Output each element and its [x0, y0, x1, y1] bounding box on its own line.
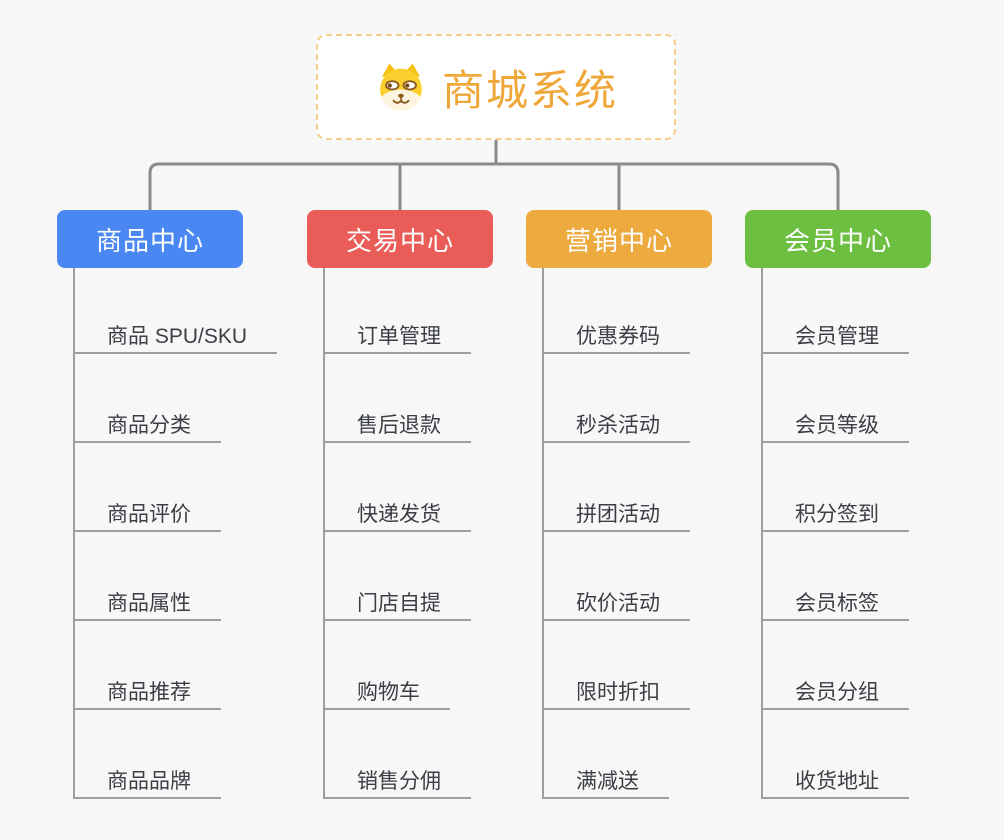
mindmap-leaf-node[interactable]: 限时折扣 [544, 621, 690, 710]
mindmap-leaf-node[interactable]: 商品评价 [75, 443, 221, 532]
branch-item-list: 会员管理会员等级积分签到会员标签会员分组收货地址 [761, 268, 931, 799]
branch-column: 会员中心会员管理会员等级积分签到会员标签会员分组收货地址 [745, 210, 931, 799]
mindmap-leaf-node[interactable]: 优惠券码 [544, 268, 690, 354]
branch-node[interactable]: 商品中心 [57, 210, 243, 268]
branch-item-list: 优惠券码秒杀活动拼团活动砍价活动限时折扣满减送 [542, 268, 712, 799]
mindmap-leaf-node[interactable]: 积分签到 [763, 443, 909, 532]
mindmap-leaf-node[interactable]: 商品品牌 [75, 710, 221, 799]
bus-line [148, 162, 840, 212]
root-title: 商城系统 [441, 66, 618, 114]
mindmap-leaf-node[interactable]: 满减送 [544, 710, 669, 799]
mindmap-leaf-node[interactable]: 会员等级 [763, 354, 909, 443]
branch-node[interactable]: 交易中心 [307, 210, 493, 268]
mindmap-leaf-node[interactable]: 收货地址 [763, 710, 909, 799]
mindmap-leaf-node[interactable]: 门店自提 [325, 532, 471, 621]
branch-node[interactable]: 会员中心 [745, 210, 931, 268]
mindmap-leaf-node[interactable]: 拼团活动 [544, 443, 690, 532]
branch-node[interactable]: 营销中心 [526, 210, 712, 268]
branch-column: 交易中心订单管理售后退款快递发货门店自提购物车销售分佣 [307, 210, 493, 799]
mindmap-leaf-node[interactable]: 快递发货 [325, 443, 471, 532]
branch-column: 营销中心优惠券码秒杀活动拼团活动砍价活动限时折扣满减送 [526, 210, 712, 799]
mindmap-leaf-node[interactable]: 会员标签 [763, 532, 909, 621]
branch-item-list: 订单管理售后退款快递发货门店自提购物车销售分佣 [323, 268, 493, 799]
mindmap-leaf-node[interactable]: 售后退款 [325, 354, 471, 443]
mindmap-leaf-node[interactable]: 订单管理 [325, 268, 471, 354]
mindmap-leaf-node[interactable]: 秒杀活动 [544, 354, 690, 443]
mindmap-leaf-node[interactable]: 销售分佣 [325, 710, 471, 799]
mindmap-leaf-node[interactable]: 商品推荐 [75, 621, 221, 710]
mindmap-leaf-node[interactable]: 商品属性 [75, 532, 221, 621]
mindmap-leaf-node[interactable]: 商品 SPU/SKU [75, 268, 278, 354]
dog-face-icon [374, 62, 428, 112]
mindmap-leaf-node[interactable]: 会员分组 [763, 621, 909, 710]
root-node[interactable]: 商城系统 [316, 34, 676, 140]
mindmap-leaf-node[interactable]: 砍价活动 [544, 532, 690, 621]
mindmap-leaf-node[interactable]: 购物车 [325, 621, 450, 710]
mindmap-leaf-node[interactable]: 会员管理 [763, 268, 909, 354]
mindmap-leaf-node[interactable]: 商品分类 [75, 354, 221, 443]
